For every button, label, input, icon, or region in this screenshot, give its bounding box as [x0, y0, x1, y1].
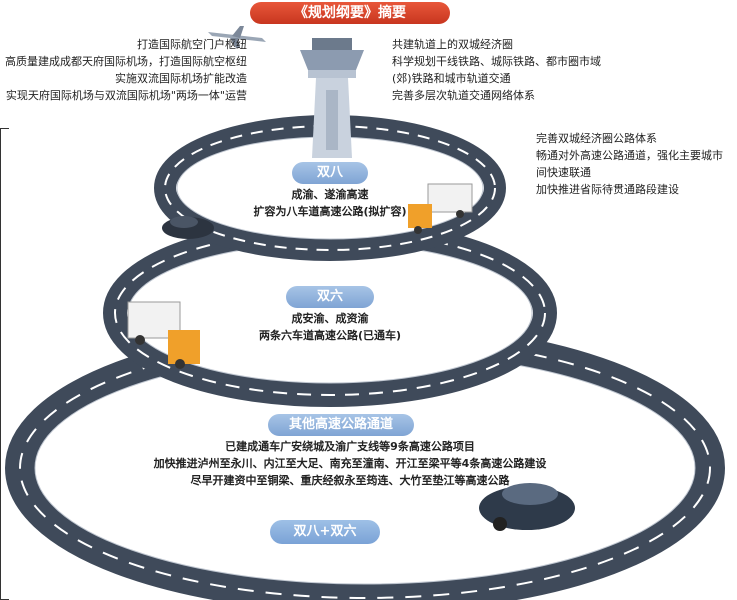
road-ring-middle: [103, 219, 557, 407]
far-right-note: 完善双城经济圈公路体系: [536, 132, 657, 145]
truck-middle-icon: [127, 301, 200, 369]
sedan-icon: [479, 483, 575, 531]
tier-label-shuangba: 双八: [292, 162, 368, 184]
right-note: 共建轨道上的双城经济圈: [392, 38, 513, 51]
tier-line: 成渝、遂渝高速: [291, 188, 369, 201]
tier-label-shuangliu: 双六: [286, 286, 374, 308]
tier-line: 尽早开建资中至铜梁、重庆经叙永至筠连、大竹至垫江等高速公路: [190, 474, 510, 487]
airplane-icon: [208, 26, 266, 48]
car-top-icon: [162, 216, 214, 239]
footer-title: 川渝高速公路通道集群: [225, 550, 425, 574]
tier-label-other: 其他高速公路通道: [268, 414, 414, 436]
airport-tower-icon: [300, 38, 364, 158]
tier-3-text: 已建成通车广安绕城及渝广支线等9条高速公路项目 加快推进泸州至永川、内江至大足、…: [120, 438, 580, 489]
far-right-note: 间快速联通: [536, 166, 591, 179]
right-note: 完善多层次轨道交通网络体系: [392, 89, 535, 102]
truck-top-icon: [408, 183, 473, 234]
header-title: 《规划纲要》摘要: [250, 2, 450, 24]
tier-line: 已建成通车广安绕城及渝广支线等9条高速公路项目: [225, 440, 475, 453]
right-note: (郊)铁路和城市轨道交通: [392, 72, 511, 85]
right-notes: 共建轨道上的双城经济圈 科学规划干线铁路、城际铁路、都市圈市域 (郊)铁路和城市…: [392, 36, 601, 104]
tier-2-text: 成安渝、成资渝 两条六车道高速公路(已通车): [220, 310, 440, 344]
tier-line: 加快推进泸州至永川、内江至大足、南充至潼南、开江至梁平等4条高速公路建设: [153, 457, 547, 470]
far-right-note: 畅通对外高速公路通道，强化主要城市: [536, 149, 723, 162]
left-notes: 打造国际航空门户枢纽 高质量建成成都天府国际机场，打造国际航空枢纽 实施双流国际…: [5, 36, 247, 104]
footer-pill: 双八+双六: [270, 520, 380, 544]
tier-line: 两条六车道高速公路(已通车): [258, 329, 402, 342]
right-note: 科学规划干线铁路、城际铁路、都市圈市域: [392, 55, 601, 68]
far-right-notes: 完善双城经济圈公路体系 畅通对外高速公路通道，强化主要城市 间快速联通 加快推进…: [536, 130, 723, 198]
far-right-note: 加快推进省际待贯通路段建设: [536, 183, 679, 196]
tier-line: 扩容为八车道高速公路(拟扩容): [253, 205, 407, 218]
tier-1-text: 成渝、遂渝高速 扩容为八车道高速公路(拟扩容): [220, 186, 440, 220]
left-note: 实现天府国际机场与双流国际机场"两场一体"运营: [5, 89, 247, 102]
left-note: 实施双流国际机场扩能改造: [115, 72, 247, 85]
left-note: 打造国际航空门户枢纽: [137, 38, 247, 51]
left-note: 高质量建成成都天府国际机场，打造国际航空枢纽: [5, 55, 247, 68]
tier-line: 成安渝、成资渝: [291, 312, 369, 325]
